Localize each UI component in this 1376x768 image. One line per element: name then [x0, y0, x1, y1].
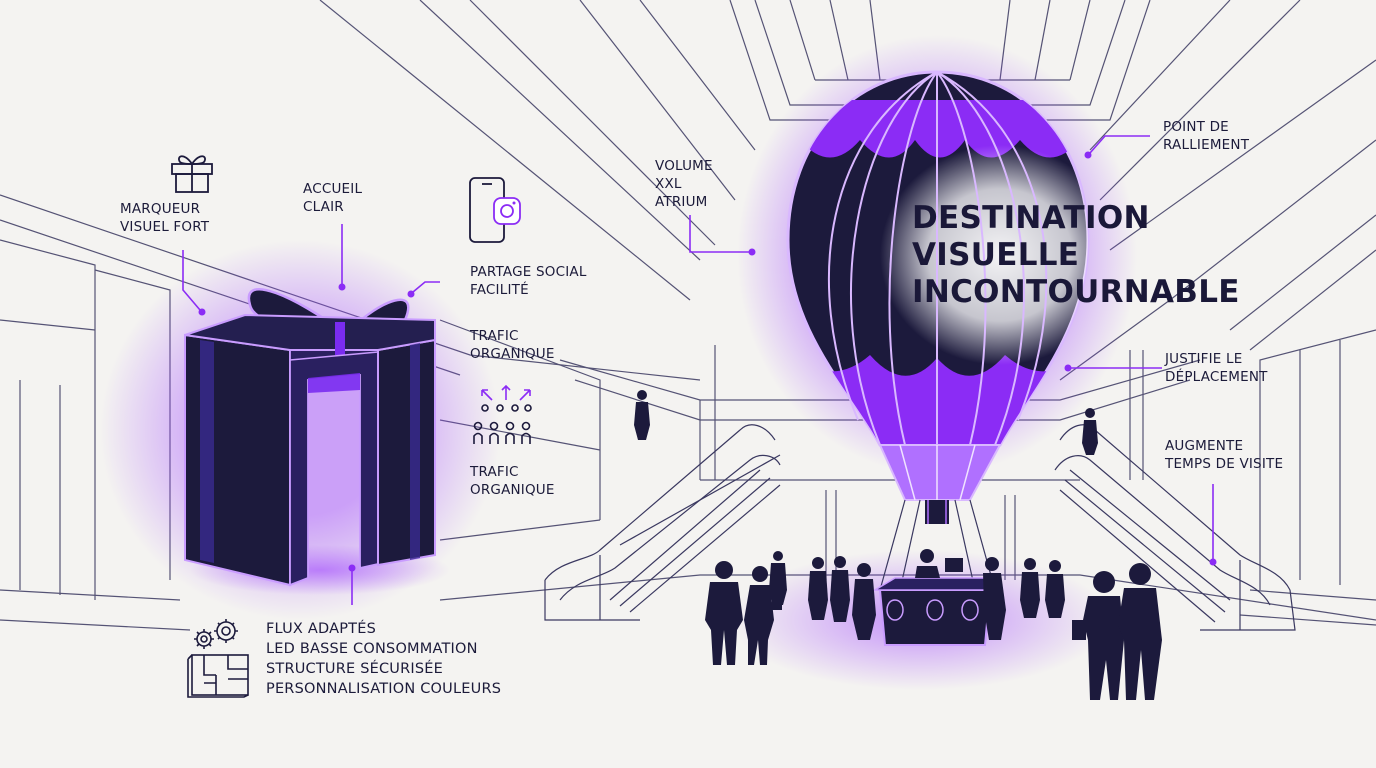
- gift-icon: [171, 155, 213, 193]
- label-line: ATRIUM: [655, 194, 708, 210]
- label-line: ACCUEIL: [303, 181, 363, 197]
- escalator-left: [544, 424, 781, 621]
- gift-arch-structure: [184, 288, 436, 587]
- label-partage-social: PARTAGE SOCIAL FACILITÉ: [470, 263, 587, 299]
- label-trafic-organique-2: TRAFIC ORGANIQUE: [470, 463, 555, 499]
- features-list: FLUX ADAPTÉS LED BASSE CONSOMMATION STRU…: [266, 619, 501, 699]
- headline-line: INCONTOURNABLE: [912, 274, 1240, 310]
- headline: DESTINATION VISUELLE INCONTOURNABLE: [912, 200, 1240, 311]
- feature-item: STRUCTURE SÉCURISÉE: [266, 661, 443, 677]
- label-line: TEMPS DE VISITE: [1165, 456, 1284, 472]
- label-line: AUGMENTE: [1165, 438, 1244, 454]
- label-line: XXL: [655, 176, 682, 192]
- label-line: PARTAGE SOCIAL: [470, 264, 587, 280]
- label-trafic-organique-1: TRAFIC ORGANIQUE: [470, 327, 555, 363]
- shopper-silhouettes: [634, 390, 1162, 700]
- label-accueil-clair: ACCUEIL CLAIR: [303, 180, 362, 216]
- label-line: POINT DE: [1163, 119, 1229, 135]
- label-line: VOLUME: [655, 158, 713, 174]
- label-line: ORGANIQUE: [470, 346, 555, 362]
- label-augmente-temps-visite: AUGMENTE TEMPS DE VISITE: [1165, 437, 1283, 473]
- feature-item: PERSONNALISATION COULEURS: [266, 681, 502, 697]
- smartphone-instagram-icon: [469, 177, 521, 243]
- feature-item: FLUX ADAPTÉS: [266, 621, 376, 637]
- headline-line: VISUELLE: [912, 237, 1080, 273]
- kiosk-basket: [872, 549, 1002, 646]
- label-point-de-ralliement: POINT DE RALLIEMENT: [1163, 118, 1249, 154]
- label-justifie-deplacement: JUSTIFIE LE DÉPLACEMENT: [1165, 350, 1268, 386]
- label-marqueur-visuel-fort: MARQUEUR VISUEL FORT: [120, 200, 209, 236]
- callout-leaders: [182, 135, 1214, 605]
- blueprint-gears-icon: [187, 619, 249, 698]
- label-line: FACILITÉ: [470, 282, 529, 298]
- label-line: MARQUEUR: [120, 201, 201, 217]
- label-line: ORGANIQUE: [470, 482, 555, 498]
- label-volume-xxl-atrium: VOLUME XXL ATRIUM: [655, 157, 713, 211]
- escalator-right: [1054, 424, 1296, 631]
- label-line: DÉPLACEMENT: [1165, 369, 1268, 385]
- feature-item: LED BASSE CONSOMMATION: [266, 641, 478, 657]
- label-line: TRAFIC: [470, 328, 519, 344]
- crowd-arrows-icon: [473, 384, 532, 444]
- headline-line: DESTINATION: [912, 200, 1150, 236]
- label-line: JUSTIFIE LE: [1165, 351, 1243, 367]
- label-line: CLAIR: [303, 199, 344, 215]
- label-line: RALLIEMENT: [1163, 137, 1250, 153]
- label-line: TRAFIC: [470, 464, 519, 480]
- label-line: VISUEL FORT: [120, 219, 210, 235]
- callout-dots: [198, 151, 1217, 572]
